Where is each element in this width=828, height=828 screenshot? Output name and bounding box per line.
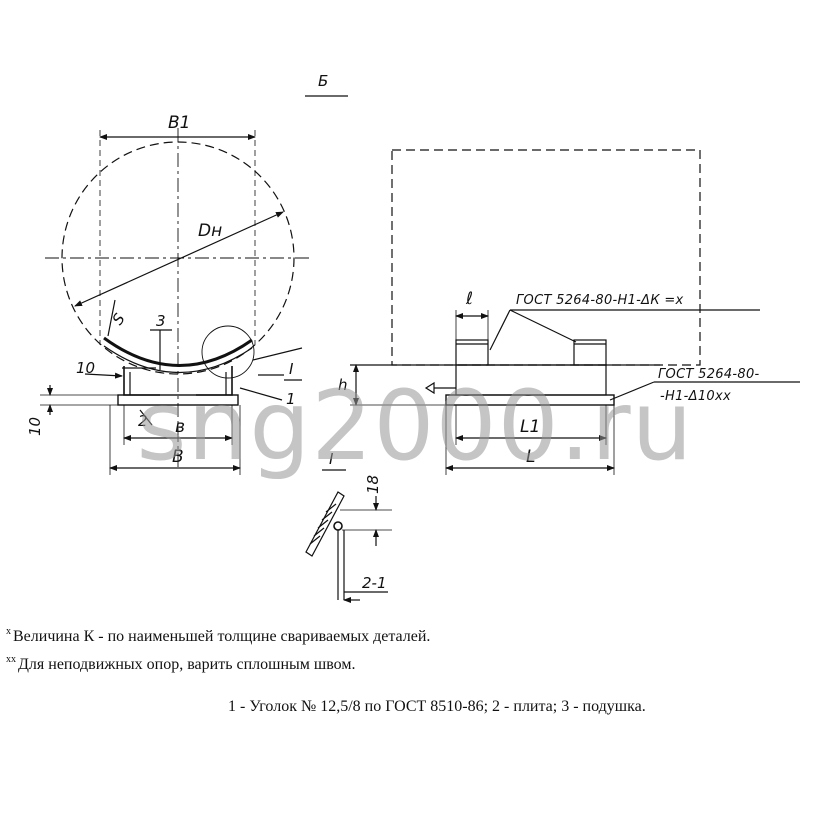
pipe-side-outline xyxy=(391,149,701,366)
base-plate xyxy=(117,394,239,406)
base-plate-side xyxy=(445,394,615,406)
s-label: S xyxy=(109,310,129,329)
note-2-mark: хх xyxy=(6,654,16,665)
gost-top-label: ГОСТ 5264-80-Н1-ΔК =x xyxy=(516,293,684,308)
b-big-label: B xyxy=(172,447,184,467)
b-small-label: в xyxy=(175,417,185,437)
gost-bottom-line2: -Н1-Δ10xx xyxy=(660,389,731,404)
l1-label: L1 xyxy=(520,417,540,437)
dim-dn-line xyxy=(74,211,284,307)
section-i-detail-label: I xyxy=(329,450,334,468)
side-view xyxy=(350,149,800,475)
h-label: h xyxy=(338,376,348,394)
note-2-text: Для неподвижных опор, варить сплошным шв… xyxy=(18,656,356,673)
l-small-label: ℓ xyxy=(465,289,473,309)
pad-plate xyxy=(103,336,253,367)
detail-i-view xyxy=(305,469,392,603)
l-big-label: L xyxy=(526,447,535,467)
section-i-label: I xyxy=(289,360,294,378)
dn-label: Dн xyxy=(198,221,222,241)
dim-10-label: 10 xyxy=(76,359,95,377)
b1-label: B1 xyxy=(168,113,190,133)
note-1-text: Величина К - по наименьшей толщине свари… xyxy=(13,628,431,645)
note-1-mark: х xyxy=(6,626,11,637)
dim-10-vertical-label: 10 xyxy=(26,417,44,436)
dim-2-1-label: 2-1 xyxy=(362,574,387,592)
legend: 1 - Уголок № 12,5/8 по ГОСТ 8510-86; 2 -… xyxy=(228,698,646,715)
dim-18-label: 18 xyxy=(364,475,382,494)
view-b-label: Б xyxy=(318,72,328,90)
pad-number-label: 3 xyxy=(156,312,166,330)
gost-bottom-line1: ГОСТ 5264-80- xyxy=(658,367,760,382)
cross-section-view xyxy=(40,128,312,475)
plate-number-label: 2 xyxy=(138,412,148,430)
angle-number-label: 1 xyxy=(286,390,296,408)
detail-circle xyxy=(201,325,255,379)
